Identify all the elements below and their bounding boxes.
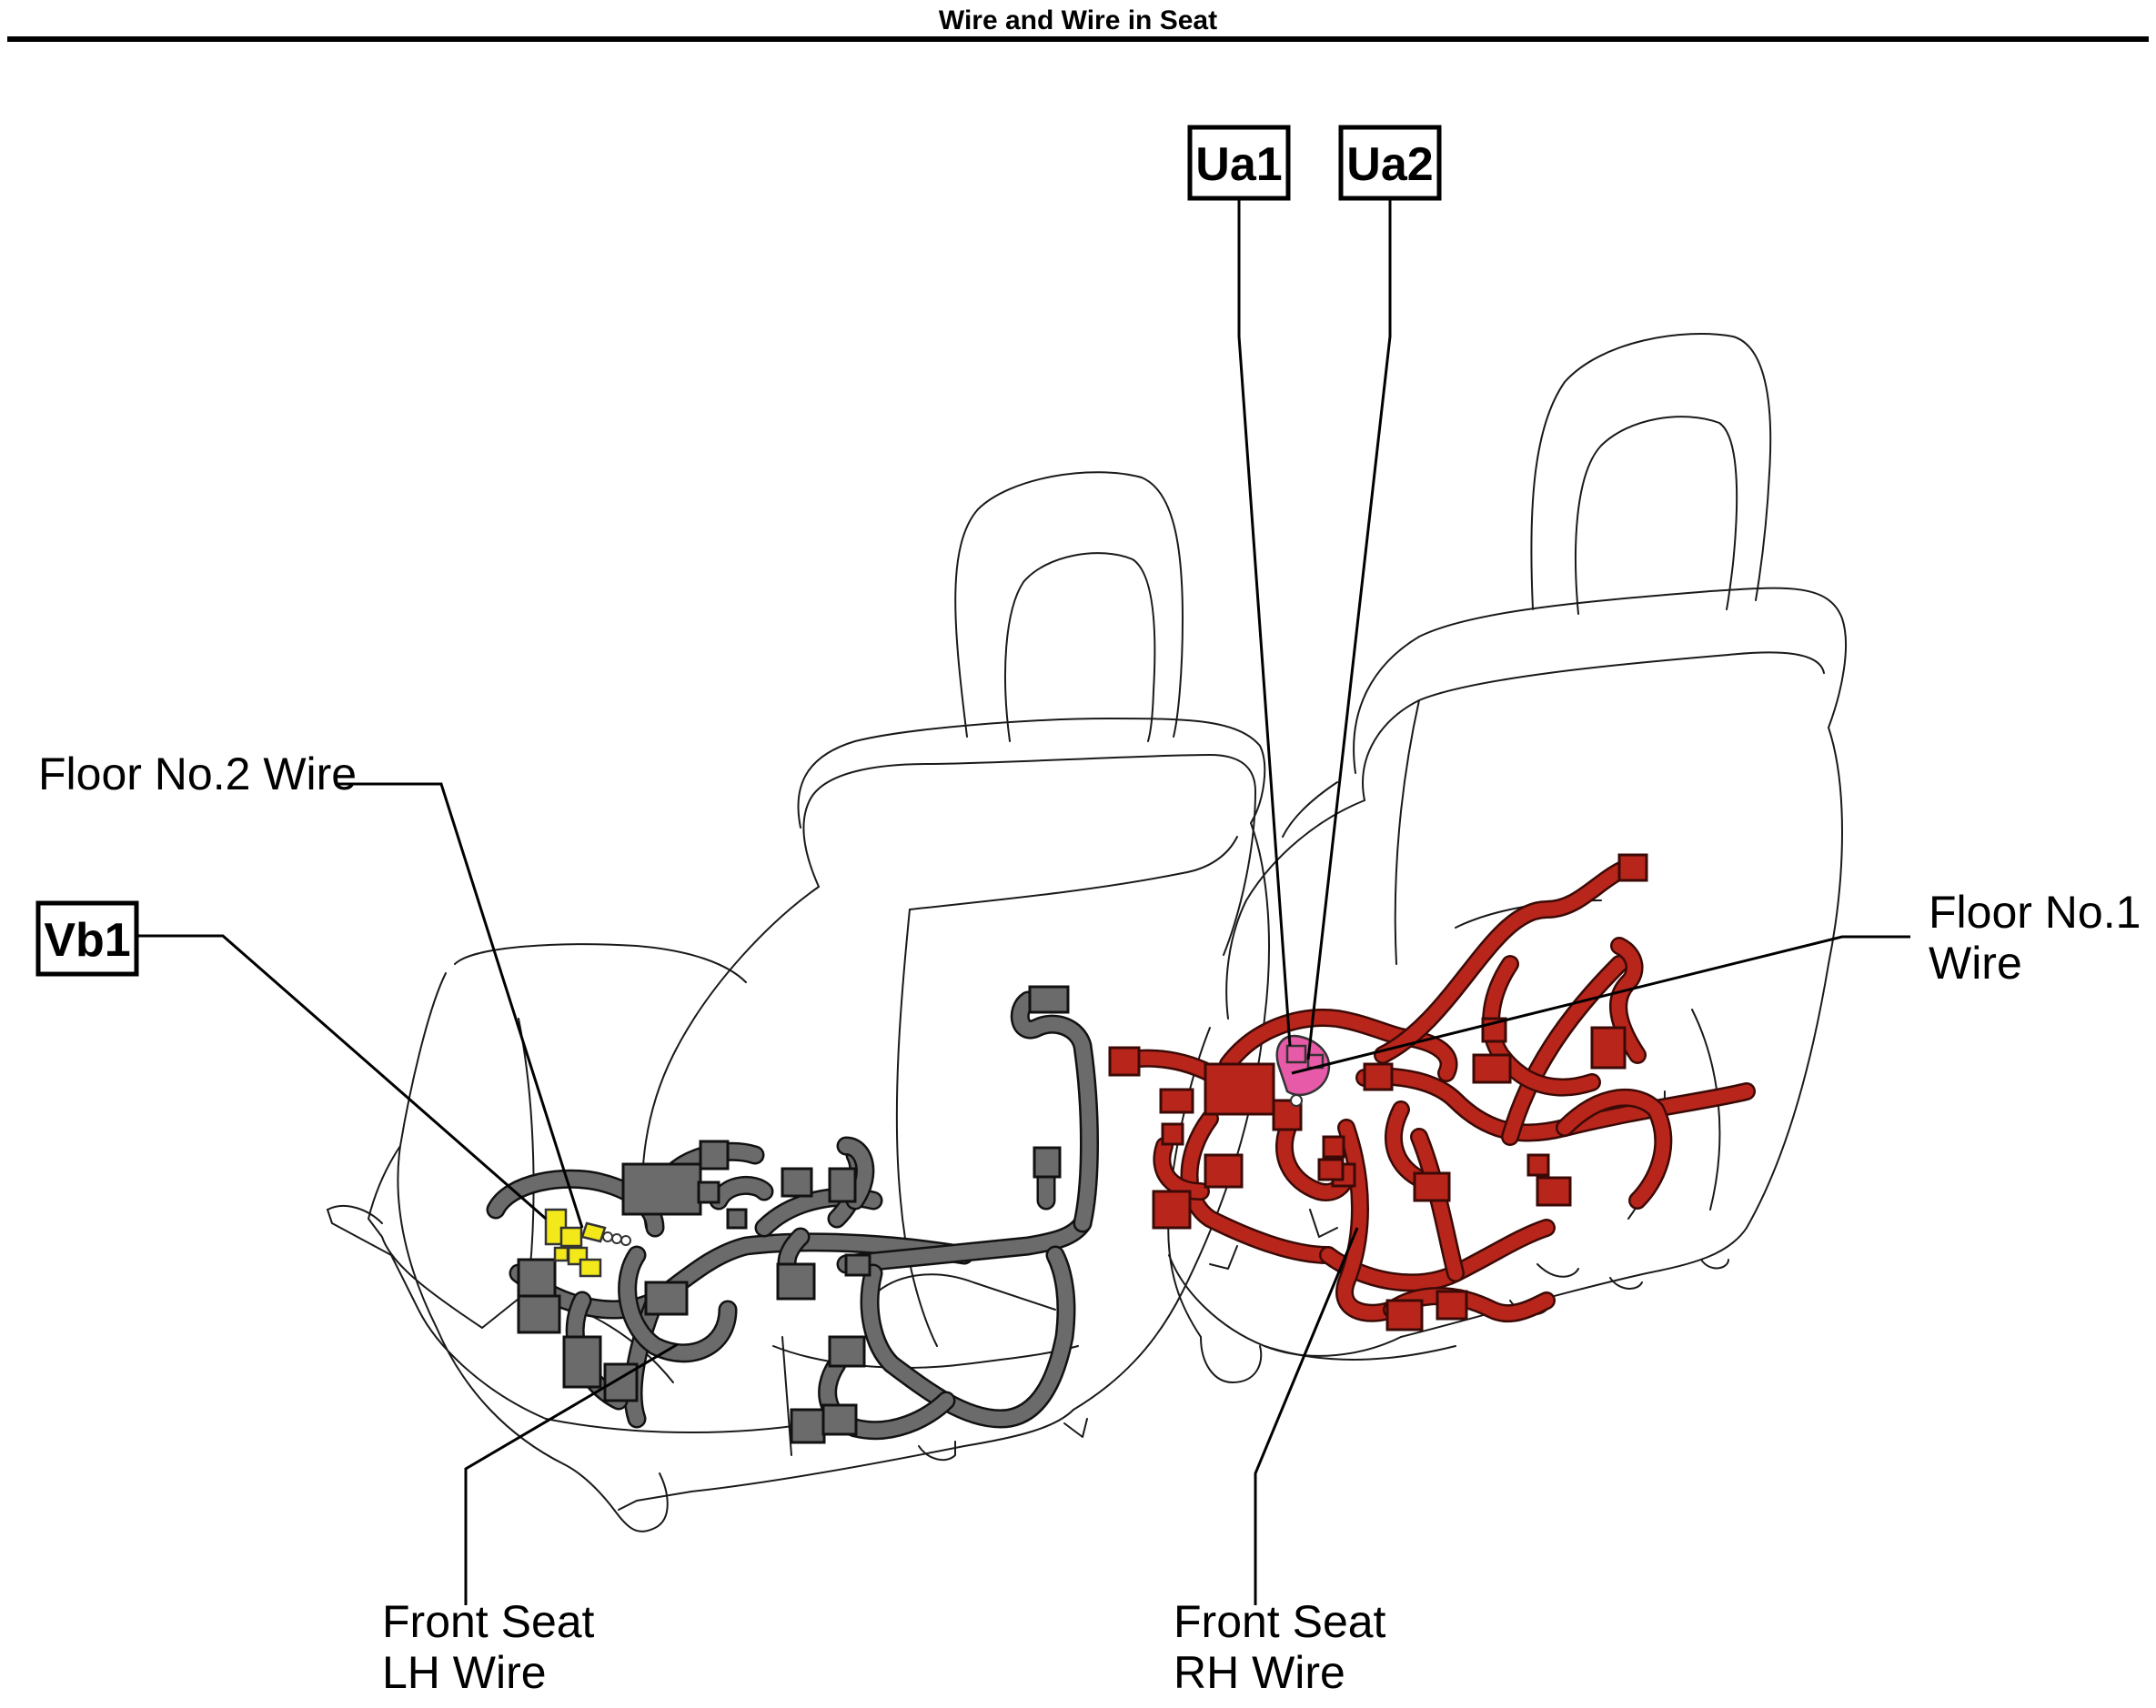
lh-connector	[517, 1258, 557, 1298]
front-seat-lh-harness	[486, 985, 1099, 1444]
front-seat-rh-harness	[1108, 853, 1756, 1331]
floor-no1-leader-line	[1291, 935, 1910, 1075]
floor-no1-wire-label-line2: Wire	[1929, 938, 2022, 989]
lh-connector	[1028, 985, 1070, 1014]
front-seat-lh-leader-line	[464, 1342, 679, 1605]
left-seat-outline	[327, 471, 1270, 1532]
front-seat-rh-wire-label-line1: Front Seat	[1174, 1596, 1386, 1647]
rh-connector	[1322, 1135, 1345, 1159]
front-seat-lh-wire-label-line2: LH Wire	[382, 1647, 547, 1698]
lh-connector	[699, 1140, 730, 1170]
rh-connector	[1108, 1046, 1141, 1077]
lh-connector	[562, 1335, 602, 1389]
header-rule	[7, 36, 2149, 42]
rh-connector	[1317, 1158, 1345, 1181]
rh-connector	[1413, 1171, 1451, 1202]
lh-connector	[726, 1208, 748, 1230]
ua2-connector-code: Ua2	[1346, 138, 1433, 191]
vb1-connector-yellow	[544, 1208, 631, 1278]
ua-connectors-pink	[1275, 1034, 1331, 1107]
rh-connector	[1159, 1088, 1194, 1114]
lh-connector	[790, 1408, 826, 1444]
rh-connector	[1363, 1062, 1394, 1091]
lh-junction-connector	[621, 1162, 702, 1216]
lh-connector	[517, 1294, 561, 1334]
ua1-leader-line	[1237, 198, 1292, 1047]
floor-no1-wire-label-line1: Floor No.1	[1929, 887, 2141, 938]
rh-connector	[1152, 1190, 1192, 1230]
vb1-connector-code: Vb1	[44, 914, 130, 967]
lh-connector	[828, 1335, 866, 1368]
rh-connector	[1526, 1153, 1550, 1177]
rh-connector	[1385, 1299, 1424, 1331]
lh-connector	[697, 1181, 720, 1204]
lh-connector	[644, 1281, 689, 1316]
front-seat-lh-wire-label-line1: Front Seat	[382, 1596, 595, 1647]
lh-connector	[844, 1253, 871, 1277]
lh-connector	[828, 1167, 857, 1203]
floor-no2-wire-label: Floor No.2 Wire	[38, 749, 357, 799]
lh-connector	[1033, 1146, 1062, 1179]
ua1-connector-code: Ua1	[1195, 138, 1282, 191]
right-seat-outline	[1167, 333, 1847, 1383]
vb1-leader-line	[136, 934, 547, 1221]
rh-connector	[1161, 1122, 1184, 1146]
vb1-connector-code-box	[35, 900, 139, 977]
page-title: Wire and Wire in Seat	[939, 5, 1217, 35]
rh-connector	[1436, 1290, 1468, 1321]
front-seat-rh-leader-line	[1254, 1227, 1359, 1605]
rh-connector	[1472, 1053, 1512, 1084]
ua2-connector-code-box	[1338, 125, 1442, 201]
ua2-leader-line	[1306, 198, 1392, 1060]
rh-connector	[1204, 1153, 1244, 1189]
rh-junction-connector	[1204, 1062, 1275, 1116]
rh-connector	[1617, 853, 1648, 882]
front-seat-rh-wire-label-line2: RH Wire	[1174, 1647, 1345, 1698]
floor-no2-leader-line	[335, 782, 584, 1229]
lh-connector	[781, 1167, 813, 1198]
lh-connector	[821, 1403, 858, 1436]
lh-connector	[776, 1262, 816, 1301]
rh-connector	[1536, 1176, 1572, 1207]
rh-connector	[1590, 1026, 1627, 1070]
